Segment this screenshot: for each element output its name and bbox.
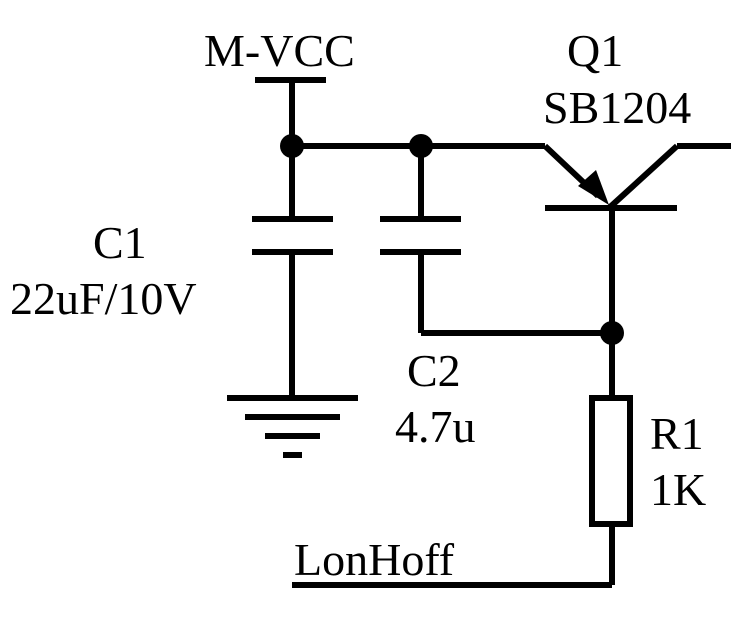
r1-body (589, 395, 633, 527)
transistor-q1 (542, 143, 731, 398)
vcc-label: M-VCC (204, 25, 355, 76)
ground-symbol (227, 395, 358, 458)
capacitor-c1 (252, 146, 333, 398)
junction-dot-collector (600, 321, 624, 345)
r1-ref-label: R1 (650, 408, 704, 459)
resistor-r1 (292, 395, 633, 588)
r1-value-label: 1K (650, 464, 706, 515)
c1-value-label: 22uF/10V (10, 273, 197, 324)
junction-dot-vcc (280, 134, 304, 158)
lonhoff-net-label: LonHoff (294, 534, 455, 585)
q1-ref-label: Q1 (567, 25, 623, 76)
capacitor-c2 (380, 146, 612, 336)
c2-ref-label: C2 (407, 345, 461, 396)
q1-collector-lead (606, 143, 680, 211)
c1-ref-label: C1 (93, 217, 147, 268)
q1-value-label: SB1204 (543, 82, 691, 133)
c2-value-label: 4.7u (395, 401, 476, 452)
q1-emitter-arrow-icon (578, 170, 609, 205)
junction-dot-c2 (409, 134, 433, 158)
